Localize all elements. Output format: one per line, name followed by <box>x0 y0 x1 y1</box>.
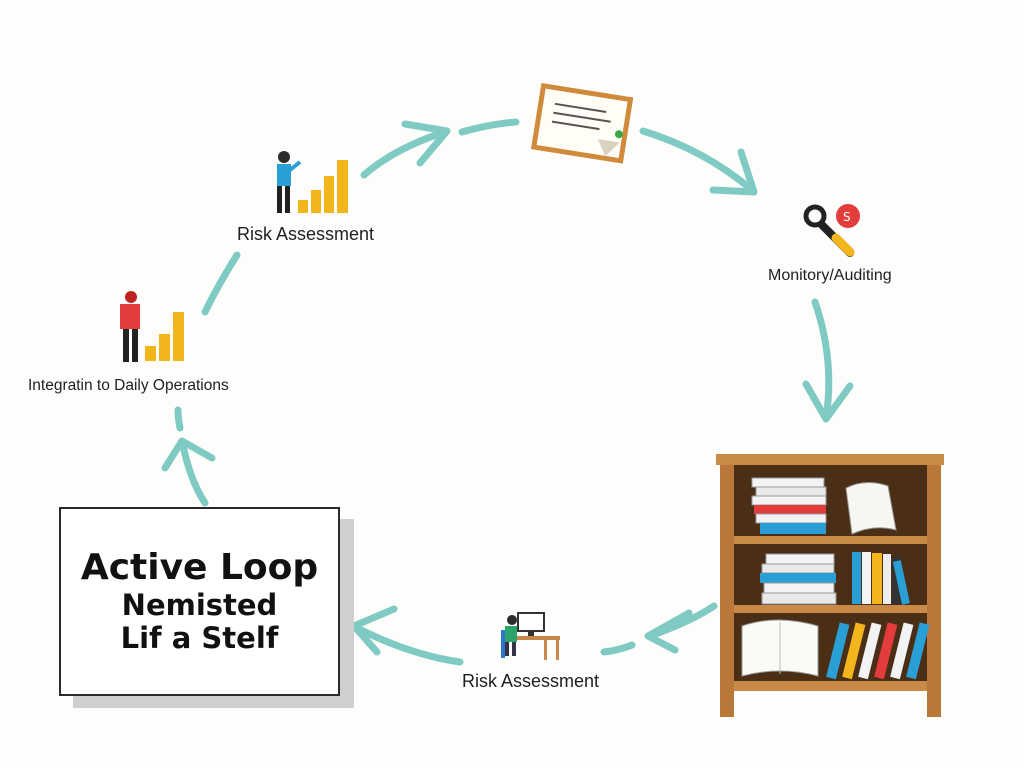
arrow-head <box>161 437 216 472</box>
arrow-risk-to-certificate <box>360 128 449 179</box>
label-risk-assessment-bottom: Risk Assessment <box>462 671 600 691</box>
arrow-card-to-integration <box>179 441 209 507</box>
magnifier-icon: S <box>803 204 860 257</box>
certificate-icon <box>530 82 634 164</box>
label-risk-assessment-top: Risk Assessment <box>237 224 375 244</box>
cycle-arrows <box>161 118 854 666</box>
person-chart-icon <box>277 151 348 213</box>
arrow-segment <box>600 641 636 656</box>
arrow-desk-to-card <box>351 623 464 666</box>
arrow-head <box>401 120 451 167</box>
title-card: Active Loop Nemisted Lif a Stelf <box>59 507 340 696</box>
arrow-head <box>350 605 398 656</box>
label-monitoring-auditing: Monitory/Auditing <box>768 267 892 284</box>
arrow-head <box>802 380 854 423</box>
title-line-1: Active Loop <box>80 547 319 589</box>
person-chart-icon <box>120 291 184 362</box>
desk-worker-icon <box>501 612 560 660</box>
arrow-segment <box>174 406 184 432</box>
arrow-integration-to-risk <box>201 251 241 316</box>
label-integration: Integratin to Daily Operations <box>28 377 229 394</box>
arrow-head <box>644 609 693 654</box>
svg-text:S: S <box>843 210 851 224</box>
arrow-segment <box>458 118 520 136</box>
title-line-3: Lif a Stelf <box>120 621 279 656</box>
arrow-monitoring-to-shelf <box>811 298 833 422</box>
bookshelf-icon <box>716 454 944 717</box>
arrow-head <box>709 148 758 196</box>
title-line-2: Nemisted <box>121 587 278 622</box>
arrow-certificate-to-monitoring <box>639 127 756 194</box>
